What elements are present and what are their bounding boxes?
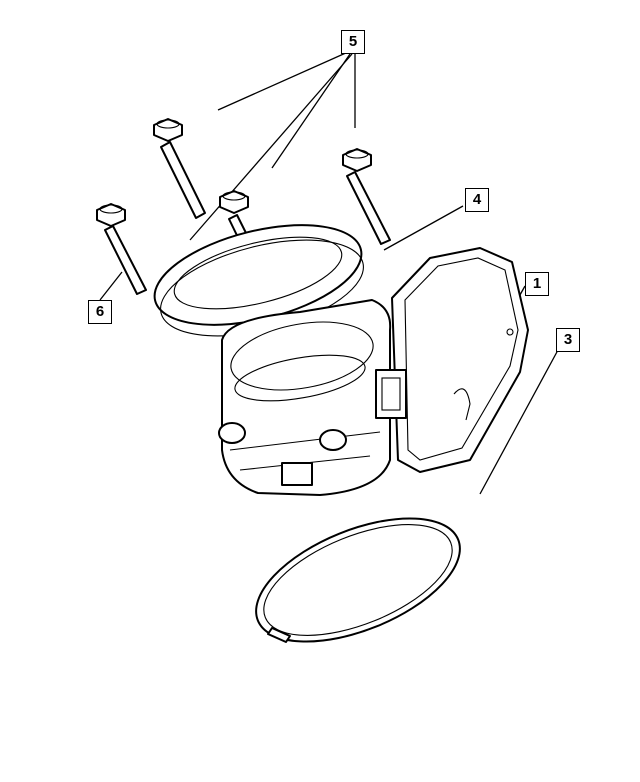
gasket-tab bbox=[267, 627, 291, 643]
housing-slot bbox=[281, 462, 313, 486]
callout-5: 5 bbox=[341, 30, 365, 54]
callout-6: 6 bbox=[88, 300, 112, 324]
callout-4: 4 bbox=[465, 188, 489, 212]
callout-1: 1 bbox=[525, 272, 549, 296]
bolt-1 bbox=[153, 118, 206, 219]
leader-line-4 bbox=[383, 205, 464, 251]
leader-line-5a bbox=[217, 51, 349, 111]
actuator-connector bbox=[375, 369, 407, 419]
leader-line-5c bbox=[189, 53, 353, 241]
mount-boss-left bbox=[218, 422, 246, 444]
leader-line-6 bbox=[99, 271, 123, 301]
mount-boss-right bbox=[319, 429, 347, 451]
leader-lines bbox=[99, 51, 559, 495]
leader-line-3 bbox=[479, 349, 559, 495]
seal-ring bbox=[153, 224, 364, 337]
bolt-4 bbox=[96, 203, 147, 295]
oring-gasket bbox=[255, 517, 461, 643]
actuator-cover bbox=[375, 247, 529, 473]
throttle-body-housing bbox=[218, 299, 392, 496]
leader-line-5b bbox=[271, 53, 351, 169]
callout-3: 3 bbox=[556, 328, 580, 352]
bolt-2 bbox=[342, 148, 391, 245]
